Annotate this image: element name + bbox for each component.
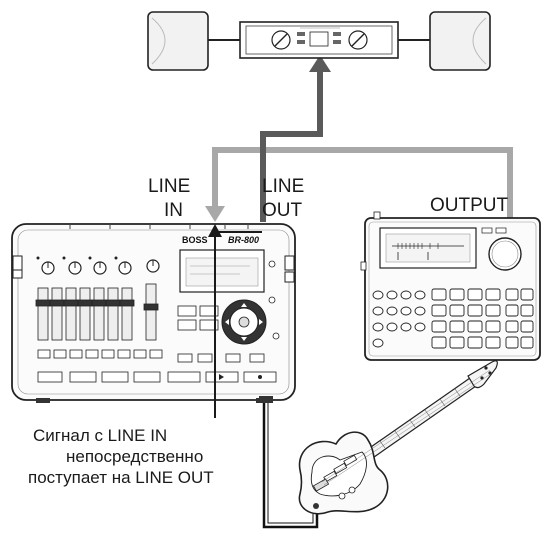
line-out-label-line1: LINE <box>262 176 304 197</box>
speaker-right <box>430 12 490 70</box>
line-out-label: LINE OUT <box>262 176 304 221</box>
speaker-left <box>148 12 208 70</box>
caption-line3: поступает на LINE OUT <box>28 468 214 487</box>
brand-logo: BOSS <box>182 235 208 245</box>
output-label: OUTPUT <box>430 195 509 216</box>
br800-recorder: BOSS BR-800 <box>12 224 295 403</box>
line-out-label-line2: OUT <box>262 200 303 221</box>
caption-line1: Сигнал с LINE IN <box>33 426 167 445</box>
model-logo: BR-800 <box>228 235 259 245</box>
cursor-dial <box>222 300 266 344</box>
line-in-label: LINE IN <box>148 176 190 221</box>
rhythm-machine <box>361 212 540 360</box>
caption: Сигнал с LINE IN непосредственно поступа… <box>28 426 214 487</box>
lcd-display <box>180 250 264 292</box>
electric-guitar <box>299 361 497 514</box>
line-in-label-line1: LINE <box>148 176 190 197</box>
line-in-label-line2: IN <box>164 200 183 221</box>
power-amplifier <box>240 22 398 58</box>
caption-line2: непосредственно <box>66 447 203 466</box>
